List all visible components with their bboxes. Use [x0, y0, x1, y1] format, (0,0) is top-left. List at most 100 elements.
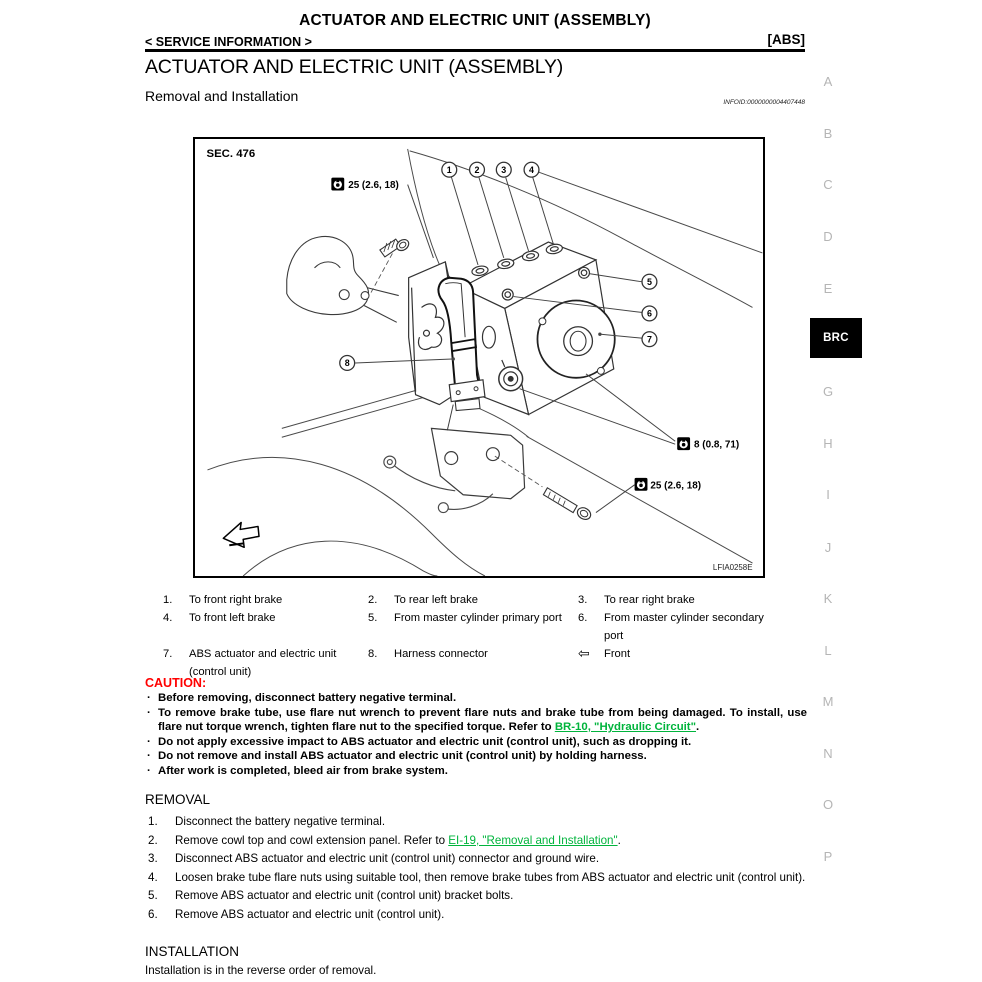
vehicle-body-lines [207, 148, 763, 576]
legend-label: From master cylinder secondary port [604, 612, 764, 642]
link-ei19-removal-installation[interactable]: EI-19, "Removal and Installation" [448, 833, 618, 847]
callout-leader-lines [355, 176, 676, 513]
sidebar-active-tab-brc[interactable]: BRC [810, 318, 862, 358]
caution-text: Do not apply excessive impact to ABS act… [158, 735, 692, 748]
legend-num: 7. [163, 648, 173, 660]
installation-body: Installation is in the reverse order of … [145, 964, 377, 977]
sidebar-index-e: E [823, 281, 833, 296]
system-badge-abs: [ABS] [767, 32, 806, 47]
header-divider [145, 49, 805, 52]
sidebar-index-j: J [824, 540, 832, 555]
legend-num: 2. [368, 594, 378, 606]
legend-label: To front left brake [189, 612, 276, 624]
callout-bubbles: 1 2 3 4 5 6 7 8 [339, 161, 658, 372]
sidebar-index-n: N [823, 746, 833, 761]
caution-bullet: Do not apply excessive impact to ABS act… [145, 735, 807, 750]
sidebar-index-o: O [822, 797, 834, 812]
sidebar-index-m: M [822, 694, 834, 709]
sidebar-index-b: B [823, 126, 833, 141]
legend-label: To rear left brake [394, 594, 478, 606]
infoid-code: INFOID:0000000004407448 [723, 99, 805, 106]
step-text: Remove ABS actuator and electric unit (c… [175, 907, 445, 921]
step-text: Remove cowl top and cowl extension panel… [175, 833, 449, 847]
assembly-diagram: 1 2 3 4 5 6 7 8 25 (2.6, 18) 8 (0.8, 71)… [206, 148, 763, 576]
step-num: 4. [148, 870, 158, 884]
caution-text: After work is completed, bleed air from … [158, 764, 448, 777]
sidebar-index-l: L [824, 643, 832, 658]
torque-label-bottom: 25 (2.6, 18) [634, 477, 701, 491]
callout-2: 2 [475, 165, 480, 175]
legend-num: 4. [163, 612, 173, 624]
callout-4: 4 [529, 165, 534, 175]
removal-step: 5.Remove ABS actuator and electric unit … [145, 888, 807, 903]
sidebar-index-h: H [823, 436, 833, 451]
bolt-top-left [370, 238, 410, 293]
figure-legend: 1. To front right brake 2. To rear left br… [145, 591, 807, 681]
leader-dot-7 [598, 332, 602, 336]
caution-text: To remove brake tube, use flare nut wren… [158, 706, 807, 734]
caution-bullet: To remove brake tube, use flare nut wren… [145, 706, 807, 735]
callout-5: 5 [647, 277, 652, 287]
legend-item: 5.From master cylinder primary port [368, 609, 578, 645]
figure-box: 1 2 3 4 5 6 7 8 25 (2.6, 18) 8 (0.8, 71)… [193, 137, 765, 578]
link-br10-hydraulic-circuit[interactable]: BR-10, "Hydraulic Circuit" [554, 721, 697, 733]
sidebar-index-i: I [826, 487, 830, 502]
bolt-bottom [494, 455, 592, 521]
legend-item: 1. To front right brake [163, 591, 368, 609]
legend-num: 3. [578, 594, 588, 606]
caution-bullet: Before removing, disconnect battery nega… [145, 691, 807, 706]
caution-title: CAUTION: [145, 676, 207, 690]
figure-code: LFIA0258E [713, 563, 753, 572]
legend-num: 8. [368, 648, 378, 660]
step-num: 1. [148, 815, 158, 828]
removal-step: 4. Loosen brake tube flare nuts using sui… [145, 870, 807, 885]
step-text: Loosen brake tube flare nuts using suita… [175, 870, 806, 884]
step-text: Remove ABS actuator and electric unit (c… [175, 889, 514, 902]
leader-dot-8 [451, 357, 455, 361]
sidebar-index-p: P [823, 849, 833, 864]
legend-label: Harness connector [394, 648, 488, 660]
step-text: . [617, 833, 621, 847]
front-direction-arrow [222, 521, 260, 549]
legend-label: From master cylinder primary port [394, 612, 562, 624]
sidebar-index-d: D [823, 229, 833, 244]
legend-num: 1. [163, 594, 173, 606]
removal-step: 6. Remove ABS actuator and electric unit … [145, 907, 807, 922]
svg-text:25 (2.6, 18): 25 (2.6, 18) [650, 480, 701, 491]
legend-num: 6. [578, 612, 588, 624]
removal-step: 1. Disconnect the battery negative termin… [145, 814, 807, 829]
callout-6: 6 [647, 309, 652, 319]
legend-item: 7. ABS actuator and electric unit (contro… [163, 645, 368, 681]
step-text: Disconnect the battery negative terminal… [175, 815, 386, 828]
legend-label: To rear right brake [604, 594, 695, 606]
caution-text: . [696, 721, 700, 733]
caution-bullet: Do not remove and install ABS actuator a… [145, 749, 807, 764]
brake-tube-ports [471, 243, 563, 277]
legend-item-front: ⇦Front [578, 645, 797, 681]
installation-heading: INSTALLATION [145, 944, 240, 959]
sidebar-index-g: G [822, 384, 834, 399]
caution-text: Before removing, disconnect battery nega… [158, 692, 457, 704]
sidebar-index-a: A [823, 74, 833, 89]
legend-item: 8. Harness connector [368, 645, 578, 681]
caution-bullet: After work is completed, bleed air from … [145, 764, 807, 779]
legend-item: 3. To rear right brake [578, 591, 797, 609]
svg-text:8 (0.8, 71): 8 (0.8, 71) [694, 440, 739, 451]
installation-section: INSTALLATION Installation is in the reve… [145, 944, 807, 978]
legend-label: ABS actuator and electric unit (control … [189, 648, 337, 678]
legend-label: To front right brake [189, 594, 283, 606]
legend-item: 6. From master cylinder secondary port [578, 609, 797, 645]
legend-item: 4. To front left brake [163, 609, 368, 645]
page-title: ACTUATOR AND ELECTRIC UNIT (ASSEMBLY) [299, 12, 651, 29]
lower-bracket [430, 404, 526, 500]
step-num: 6. [148, 907, 158, 921]
step-num: 2. [148, 833, 158, 847]
svg-text:25 (2.6, 18): 25 (2.6, 18) [348, 180, 399, 191]
torque-label-top-left: 25 (2.6, 18) [331, 177, 399, 191]
brake-hose [383, 455, 494, 514]
breadcrumb-service-information: < SERVICE INFORMATION > [145, 35, 312, 49]
sec-label: SEC. 476 [206, 148, 255, 160]
caution-block: CAUTION: Before removing, disconnect bat… [145, 676, 807, 778]
step-text: Disconnect ABS actuator and electric uni… [175, 852, 600, 865]
sidebar-index-k: K [823, 591, 833, 606]
